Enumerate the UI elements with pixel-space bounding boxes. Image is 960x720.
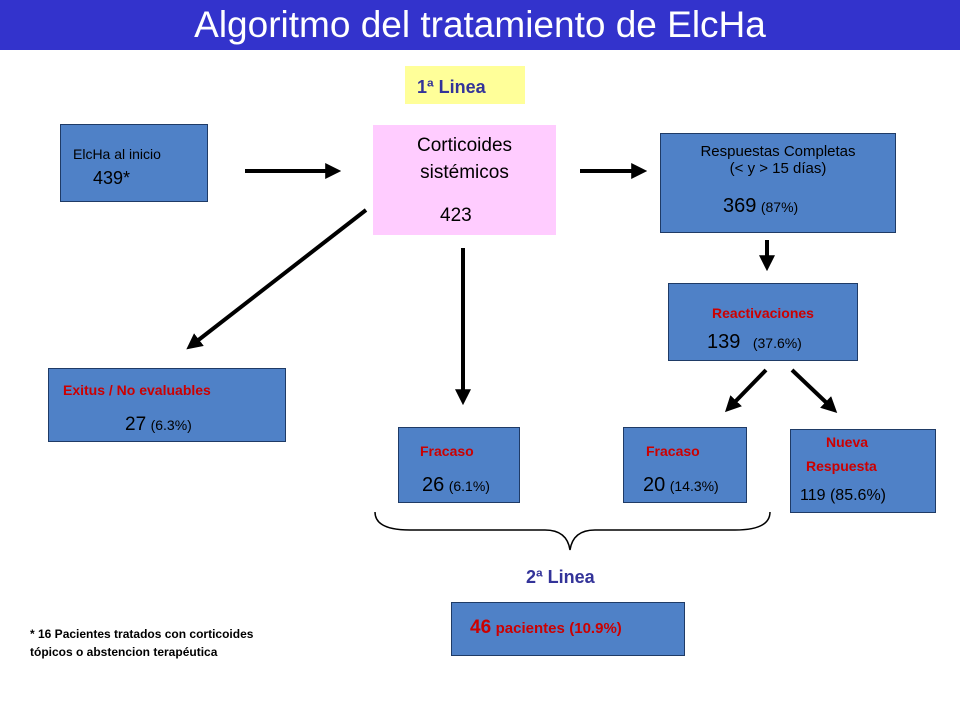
- first-line-label: 1ª Linea: [417, 77, 486, 97]
- failure1-label: Fracaso: [420, 443, 474, 459]
- exitus-pct: (6.3%): [150, 417, 192, 433]
- footnote-line1: * 16 Pacientes tratados con corticoides: [30, 627, 254, 641]
- reactivations-box: [668, 283, 858, 361]
- new-response-value-line: 119 (85.6%): [800, 487, 886, 505]
- second-line-label: 2ª Linea: [526, 567, 595, 587]
- start-box: [60, 124, 208, 202]
- start-label: ElcHa al inicio: [73, 146, 161, 162]
- page-title: Algoritmo del tratamiento de ElcHa: [194, 4, 766, 45]
- first-line-label-box: [405, 66, 525, 104]
- reactivations-value: 139: [707, 331, 741, 353]
- patients-value-line: 46 pacientes (10.9%): [470, 617, 622, 639]
- footnote-line2: tópicos o abstencion terapéutica: [30, 645, 218, 659]
- complete-line1: Respuestas Completas: [700, 143, 856, 160]
- new-response-value: 119: [800, 487, 826, 504]
- exitus-value: 27: [125, 414, 147, 435]
- failure1-value-line: 26 (6.1%): [422, 474, 490, 497]
- patients-value: 46: [470, 617, 492, 638]
- failure2-value: 20: [643, 474, 666, 496]
- patients-pct: (10.9%): [569, 620, 622, 637]
- failure2-value-line: 20 (14.3%): [643, 474, 719, 497]
- complete-pct: (87%): [760, 199, 799, 215]
- failure2-box: [623, 427, 747, 503]
- complete-value-line: 369 (87%): [723, 195, 798, 218]
- failure2-label: Fracaso: [646, 443, 700, 459]
- brace: [374, 511, 771, 551]
- failure1-value: 26: [422, 474, 445, 496]
- exitus-label: Exitus / No evaluables: [63, 382, 211, 398]
- new-response-line1: Nueva: [826, 434, 869, 450]
- patients-box: [451, 602, 685, 656]
- new-response-pct: (85.6%): [829, 487, 886, 504]
- corticoids-line2: sistémicos: [420, 162, 509, 183]
- failure1-pct: (6.1%): [448, 478, 490, 494]
- reactivations-label: Reactivaciones: [712, 305, 814, 321]
- complete-line2: (< y > 15 días): [729, 160, 827, 177]
- reactivations-value-line: 139 (37.6%): [707, 331, 802, 354]
- exitus-box: [48, 368, 286, 442]
- corticoids-value: 423: [440, 205, 472, 226]
- start-value: 439*: [93, 168, 131, 188]
- complete-responses-box: [660, 133, 896, 233]
- corticoids-box: [373, 125, 556, 235]
- new-response-line2: Respuesta: [806, 458, 877, 474]
- title-bar: [0, 0, 960, 50]
- failure1-box: [398, 427, 520, 503]
- failure2-pct: (14.3%): [669, 478, 719, 494]
- exitus-value-line: 27 (6.3%): [125, 414, 192, 436]
- arrow-reactivations-to-new-response: [790, 368, 838, 413]
- new-response-box: [790, 429, 936, 513]
- complete-value: 369: [723, 195, 757, 217]
- corticoids-line1: Corticoides: [416, 135, 513, 156]
- arrow-reactivations-to-failure2: [724, 368, 768, 413]
- arrow-corticoids-to-exitus: [186, 208, 368, 350]
- patients-label: pacientes: [495, 620, 565, 637]
- reactivations-pct: (37.6%): [752, 335, 802, 351]
